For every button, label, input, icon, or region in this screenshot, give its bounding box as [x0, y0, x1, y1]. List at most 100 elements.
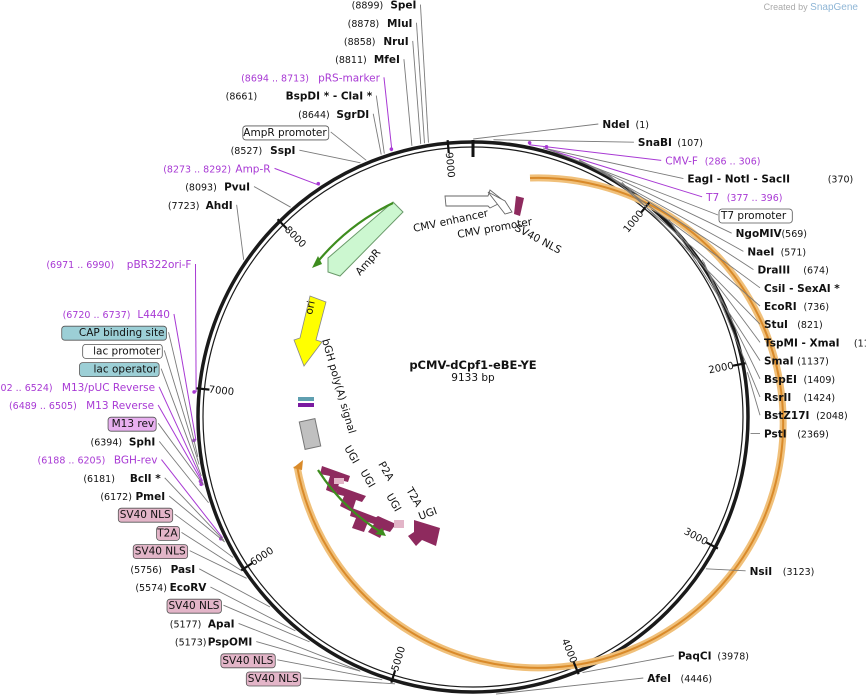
site-label-group: SV40 NLS [166, 598, 222, 614]
enzyme-name: NdeI [602, 119, 629, 131]
enzyme-name: PmeI [135, 491, 165, 503]
enzyme-name: MfeI [374, 54, 400, 66]
primer-range: (8273 .. 8292) [163, 164, 231, 175]
feature-label-ori: ori [303, 300, 318, 316]
tick-mark [276, 218, 288, 230]
enzyme-position: (7723) [168, 201, 200, 212]
primer-range: (6720 .. 6737) [63, 310, 131, 321]
site-label-group: NaeI(571) [747, 246, 806, 258]
leader-line [256, 641, 361, 672]
enzyme-position: (6172) [100, 492, 132, 503]
plasmid-size: 9133 bp [451, 372, 495, 384]
leader-line [372, 113, 382, 155]
leader-line [419, 4, 429, 143]
site-label-group: T2A [156, 526, 180, 541]
tick-mark [240, 562, 253, 572]
site-label-group: SV40 NLS [220, 653, 276, 669]
leader-line [582, 655, 674, 673]
enzyme-name: RsrII [764, 392, 791, 404]
feature-box [117, 507, 174, 523]
site-label-group: T7(377 .. 396) [705, 192, 782, 204]
feature-box-label: lac promoter [93, 345, 161, 357]
site-label-group: EcoRV(5574) [135, 582, 207, 594]
leader-line [668, 219, 761, 343]
enzyme-name: SnaBI [638, 137, 672, 149]
tick-mark [446, 140, 450, 154]
site-label-group: PmeI(6172) [100, 491, 165, 503]
leader-line [238, 622, 360, 672]
enzyme-position: (2048) [816, 411, 848, 422]
site-label-group: SphI(6394) [90, 436, 155, 448]
leader-line [703, 261, 761, 398]
enzyme-name: BclI * [130, 473, 161, 485]
leader-line [403, 59, 413, 146]
primer-name: M13 Reverse [86, 400, 154, 412]
site-label-group: MluI (8878) [348, 18, 413, 30]
feature-box-label: lac operator [94, 364, 158, 376]
enzyme-name: SgrDI [336, 109, 369, 121]
leader-line [597, 167, 754, 270]
site-label-group: BspEI(1409) [764, 374, 835, 386]
leader-line [705, 568, 746, 572]
enzyme-name: NgoMIV [736, 228, 783, 240]
enzyme-position: (1137) [797, 357, 829, 368]
leader-line [173, 313, 197, 441]
feature-box-label: T7 promoter [720, 210, 787, 222]
feature-box-label: M13 rev [112, 418, 155, 430]
enzyme-name: ApaI [208, 618, 235, 630]
ampr-arc [314, 202, 394, 266]
watermark-brand: SnapGene [810, 2, 858, 13]
leader-line [223, 604, 310, 643]
enzyme-name: EcoRI [764, 301, 797, 313]
feature-box [166, 598, 222, 614]
enzyme-position: (1) [636, 120, 649, 131]
enzyme-name: SpeI [390, 0, 416, 12]
site-label-group: NgoMIV(569) [736, 228, 807, 240]
leader-line [160, 368, 202, 476]
site-label-group: AfeI(4446) [647, 673, 712, 685]
enzyme-name: PvuI [224, 182, 250, 194]
site-label-group: L4440(6720 .. 6737) [63, 309, 170, 321]
enzyme-position: (1424) [804, 393, 836, 404]
enzyme-position: (8811) [335, 55, 367, 66]
feature-box [156, 526, 180, 541]
feature-label-ugi-1: UGI [341, 444, 361, 466]
site-label-group: EagI - NotI - SacII(370) [687, 174, 853, 186]
site-label-group: BspDI * - ClaI *(8661) [226, 91, 373, 103]
enzyme-position: (8899) [352, 1, 384, 12]
ori-feature [293, 295, 327, 367]
feature-box-label: SV40 NLS [135, 546, 186, 558]
leader-line [473, 123, 599, 140]
site-label-group: SV40 NLS [132, 544, 189, 559]
t2a-block [394, 520, 404, 528]
site-label-group: SnaBI(107) [638, 137, 703, 149]
leader-line [542, 147, 684, 180]
site-label-group: PvuI (8093) [185, 182, 250, 194]
enzyme-name: AhdI [206, 200, 233, 212]
enzyme-position: (8878) [348, 19, 380, 30]
site-label-group: pRS-marker(8694 .. 8713) [241, 72, 381, 84]
feature-box [245, 671, 302, 687]
enzyme-position: (5173) [175, 638, 207, 649]
leader-line [181, 532, 242, 571]
site-label-group: SV40 NLS [117, 507, 174, 523]
enzyme-name: MluI [387, 18, 412, 30]
site-label-group: pBR322ori-F(6971 .. 6990) [46, 259, 191, 271]
enzyme-name: EcoRV [170, 582, 208, 594]
leader-line [210, 586, 296, 632]
site-label-group: NruI(8858) [344, 36, 409, 48]
cmv-enhancer-feature [444, 189, 505, 209]
tick-label: 1000 [622, 209, 647, 236]
tick-label: 2000 [708, 361, 735, 377]
site-label-group: SV40 NLS [245, 671, 302, 687]
site-label-group: NdeI (1) [602, 119, 649, 131]
leader-line [157, 422, 204, 486]
primer-range: (6489 .. 6505) [9, 401, 77, 412]
enzyme-position: (8093) [185, 183, 217, 194]
enzyme-name: NaeI [747, 246, 774, 258]
site-label-group: ApaI(5177) [170, 618, 235, 630]
enzyme-name: BstZ17I [764, 410, 809, 422]
feature-label-ugi-4: UGI [417, 505, 439, 523]
bgh-polya-feature [298, 418, 322, 450]
